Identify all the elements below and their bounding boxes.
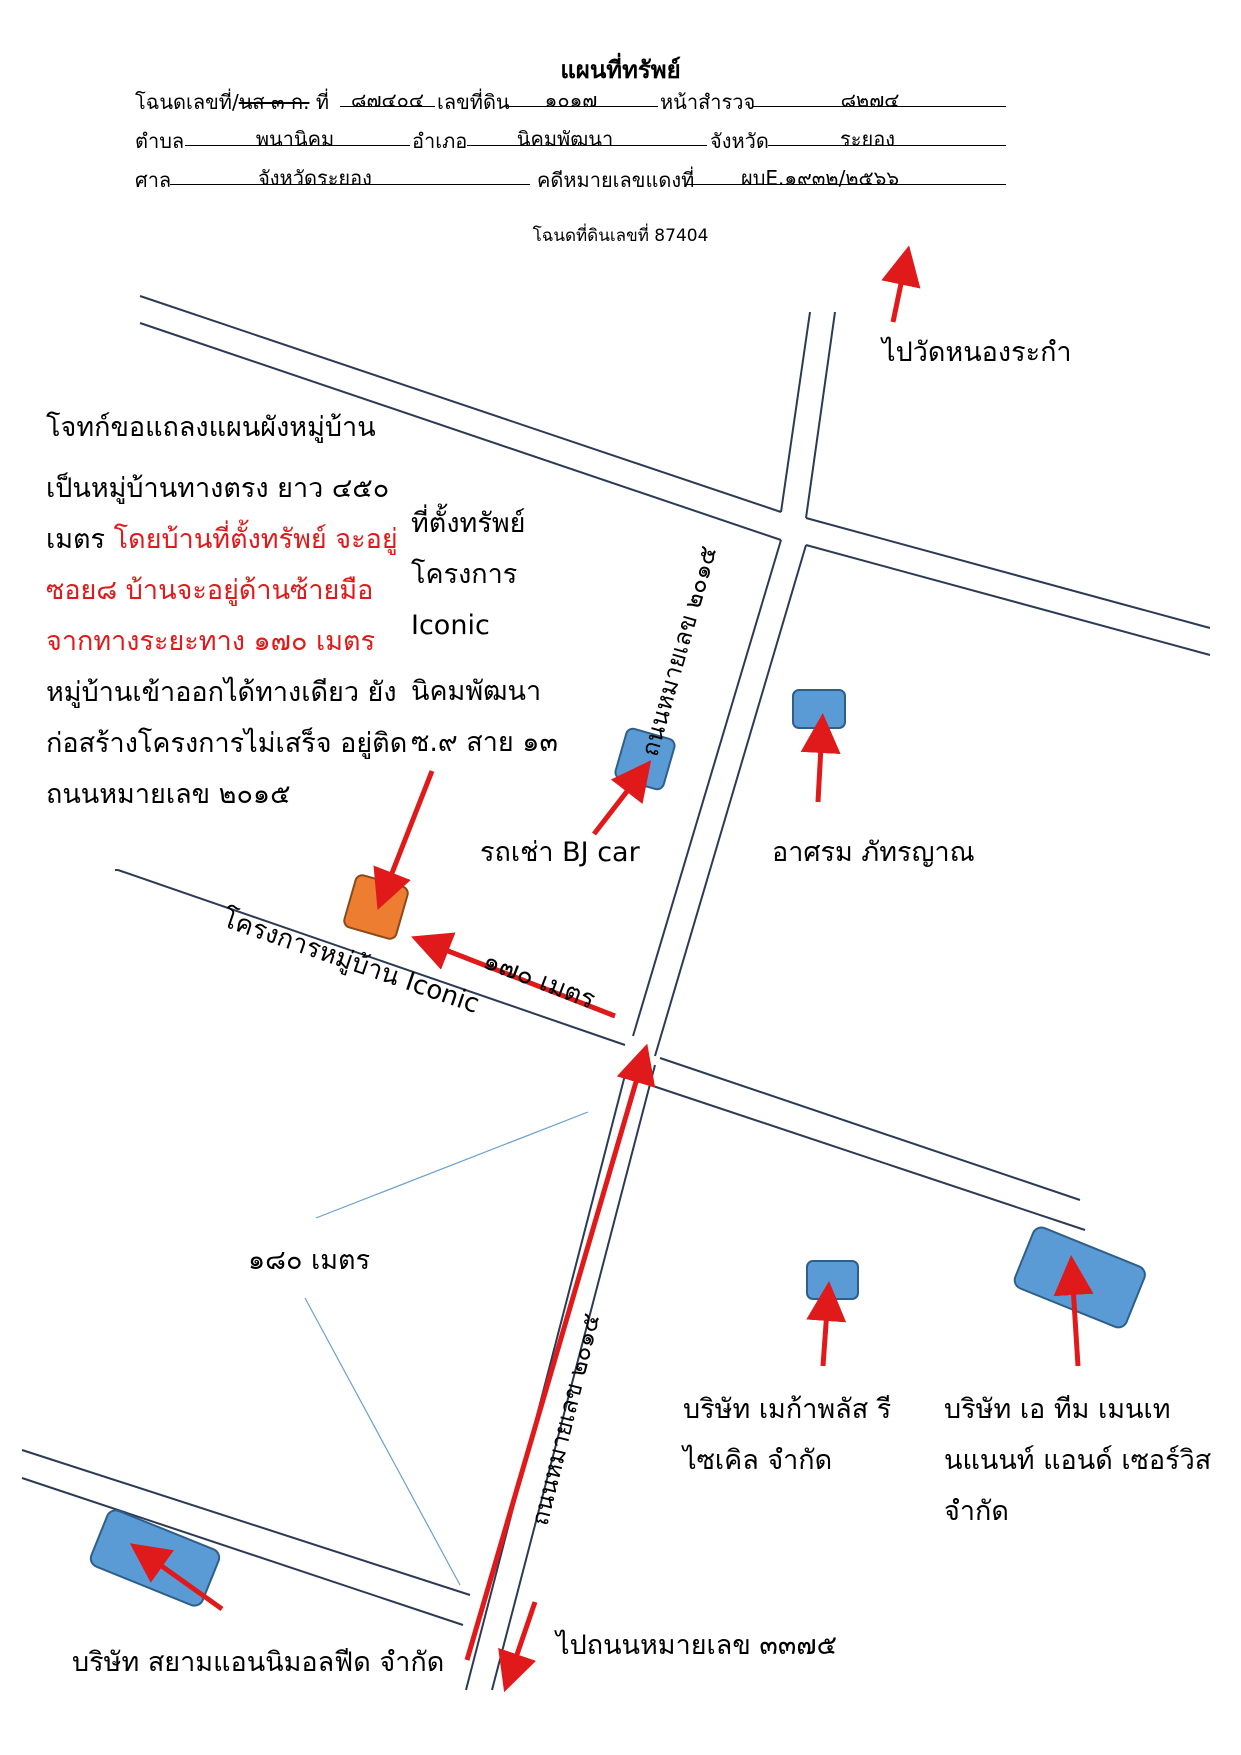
dormitory-building (792, 689, 846, 729)
property-block-l4: นิคมพัฒนา (411, 676, 542, 707)
province-underline (768, 145, 1006, 146)
arrow-to-dormitory (800, 713, 841, 803)
deed-subtitle: โฉนดที่ดินเลขที่ 87404 (532, 226, 709, 246)
arrow-to-siam (129, 1543, 224, 1612)
property-block-l3: Iconic (411, 610, 490, 641)
court-underline (170, 184, 530, 185)
label-megaplus-2: ไซเคิล จำกัด (683, 1445, 833, 1476)
survey-page-number: ๘๒๗๔ (840, 88, 900, 112)
label-ateam-1: บริษัท เอ ทีม เมนเท (944, 1394, 1171, 1425)
description-line1: โจทก์ขอแถลงแผนผังหมู่บ้าน (46, 412, 376, 443)
case-label: คดีหมายเลขแดงที่ (537, 168, 695, 192)
subdistrict-label: ตำบล (135, 129, 185, 153)
deed-label: โฉนดเลขที่/นส ๓ ก. ที่ (135, 86, 329, 118)
description-text-red: โดยบ้านที่ตั้งทรัพย์ จะอยู่ซอย๘ บ้านจะอย… (46, 524, 398, 657)
arrow-to-car-rental (592, 760, 652, 836)
property-block-l1: ที่ตั้งทรัพย์ (411, 508, 526, 539)
label-car-rental: รถเช่า BJ car (480, 837, 640, 868)
description-paragraph: เป็นหมู่บ้านทางตรง ยาว ๔๕๐ เมตร โดยบ้านท… (46, 463, 416, 820)
arrow-to-ateam (1053, 1255, 1094, 1367)
case-underline (687, 184, 1006, 185)
case-number: ผบE.๑๙๓๒/๒๕๖๖ (740, 166, 900, 190)
ateam-building (1013, 1226, 1146, 1329)
map-title: แผนที่ทรัพย์ (560, 56, 681, 84)
district-label: อำเภอ (412, 129, 468, 153)
arrow-to-property (373, 770, 435, 910)
label-ateam-2: นแนนท์ แอนด์ เซอร์วิส (944, 1445, 1212, 1476)
arrow-to-temple (881, 245, 921, 323)
deed-no-underline (340, 106, 435, 107)
megaplus-building (806, 1260, 859, 1300)
description-text-1: เป็นหมู่บ้านทางตรง ยาว ๔๕๐ เมตร (46, 473, 390, 555)
label-ateam-3: จำกัด (944, 1496, 1009, 1527)
survey-page-label: หน้าสำรวจ (660, 90, 756, 114)
village-road (115, 869, 1086, 1231)
road-2015-upper (632, 311, 836, 1057)
distance-guide-lines (304, 1111, 589, 1586)
road-2015-lower (465, 1064, 656, 1691)
deed-number: ๘๗๔๐๔ (351, 88, 424, 112)
red-arrows (129, 245, 1094, 1693)
district-value: นิคมพัฒนา (516, 127, 614, 151)
province-label: จังหวัด (710, 129, 769, 153)
district-underline (467, 145, 707, 146)
label-siam-animal: บริษัท สยามแอนนิมอลฟีด จำกัด (72, 1647, 445, 1678)
deed-no-label: ที่ (315, 90, 329, 114)
label-to-temple: ไปวัดหนองระกำ (882, 337, 1072, 368)
property-block-l5: ซ.๙ สาย ๑๓ (411, 727, 558, 758)
deed-label-text: โฉนดเลขที่/ (135, 90, 239, 114)
land-no-underline (506, 106, 658, 107)
description-text-3: หมู่บ้านเข้าออกได้ทางเดียว ยังก่อสร้างโค… (46, 677, 408, 810)
label-to-road-375: ไปถนนหมายเลข ๓๓๗๕ (556, 1630, 838, 1661)
subdistrict-value: พนานิคม (255, 127, 335, 151)
land-no-label: เลขที่ดิน (437, 90, 510, 114)
court-label: ศาล (135, 168, 172, 192)
arrow-main-route (464, 1043, 656, 1661)
lower-cross-road (21, 1449, 471, 1626)
label-dist-180: ๑๘๐ เมตร (248, 1245, 371, 1276)
court-value: จังหวัดระยอง (258, 166, 372, 190)
land-number: ๑๐๑๗ (544, 88, 598, 112)
arrow-170m (411, 932, 616, 1019)
survey-page-underline (753, 106, 1006, 107)
label-megaplus-1: บริษัท เมก้าพลัส รี (683, 1394, 892, 1425)
deed-struck-text: นส ๓ ก. (238, 90, 310, 114)
property-building[interactable] (343, 874, 410, 941)
arrow-to-road-375 (498, 1601, 538, 1693)
label-dormitory: อาศรม ภัทรญาณ (772, 837, 975, 868)
province-value: ระยอง (840, 127, 895, 151)
upper-cross-road (139, 295, 1211, 656)
property-block-l2: โครงการ (411, 559, 518, 590)
subdistrict-underline (185, 145, 410, 146)
arrow-to-megaplus (806, 1281, 847, 1367)
